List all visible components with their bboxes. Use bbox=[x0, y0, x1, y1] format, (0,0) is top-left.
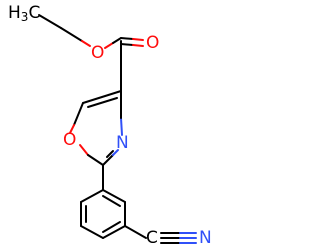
bond-o-c-right bbox=[112, 37, 122, 44]
bond-ch2-o-left bbox=[60, 27, 83, 42]
bond-ph-cn bbox=[124, 225, 147, 239]
ring-nitrogen-label: N bbox=[116, 133, 129, 153]
bond-c-o-double-a1 bbox=[120, 37, 134, 40]
bond-ph-3 bbox=[80, 225, 104, 239]
ring-oxygen-label: O bbox=[63, 130, 76, 150]
bond-o1-c2-right bbox=[87, 154, 104, 166]
carbonyl-oxygen-label: O bbox=[146, 33, 159, 53]
methyl-label: H3C bbox=[8, 3, 40, 24]
molecule-diagram: H3C O O O N C N bbox=[8, 3, 212, 248]
bond-ch3-ch2 bbox=[38, 14, 62, 29]
bond-c2-n3-inner bbox=[106, 150, 114, 158]
bond-ph-6 bbox=[102, 189, 126, 203]
nitrile-carbon-label: C bbox=[146, 228, 158, 248]
nitrile-nitrogen-label: N bbox=[199, 228, 212, 248]
bond-c-o-double-b2 bbox=[132, 44, 144, 47]
bond-c-o-double-b1 bbox=[120, 43, 134, 46]
bond-c4-c5 bbox=[82, 90, 122, 104]
bond-c2-n3-right bbox=[112, 149, 119, 156]
bond-c4-c5-inner bbox=[87, 97, 118, 108]
structure-canvas: H3C O O O N C N bbox=[8, 3, 212, 248]
bond-c5-o1-left bbox=[73, 102, 84, 126]
bond-ch2-o-right bbox=[81, 40, 91, 47]
bond-o-c-left bbox=[104, 42, 114, 49]
bond-ph-inner-2 bbox=[102, 221, 121, 233]
bond-c5-o1-right bbox=[69, 124, 75, 134]
bond-ph-1 bbox=[80, 189, 104, 203]
bond-ph-4 bbox=[102, 225, 126, 239]
bond-n3-c4-lower bbox=[120, 117, 123, 136]
bond-ph-inner-3 bbox=[102, 195, 121, 207]
ester-oxygen-label: O bbox=[91, 43, 104, 63]
bond-c-o-double-a2 bbox=[132, 38, 144, 41]
bond-c2-n3-left bbox=[102, 154, 114, 166]
bond-o1-c2-left bbox=[79, 144, 89, 156]
